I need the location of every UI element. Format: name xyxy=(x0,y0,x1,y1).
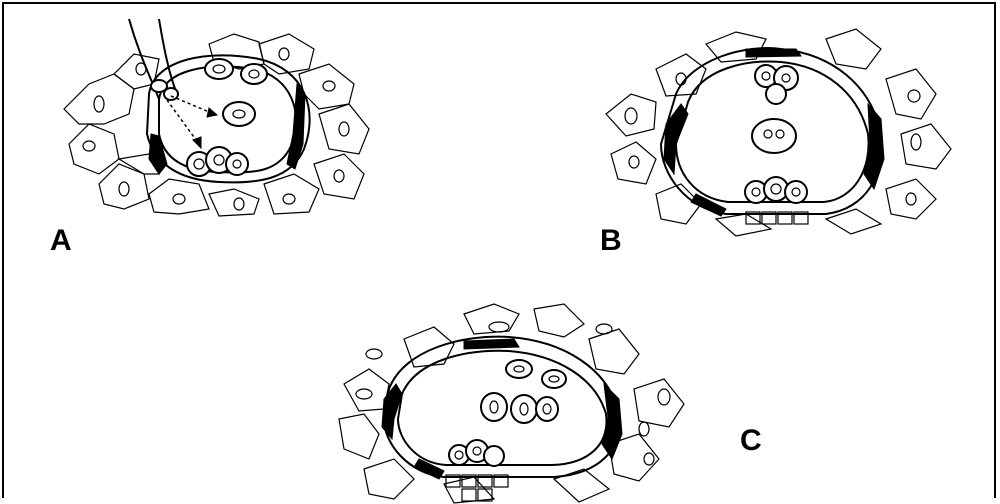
panel-a-diagram xyxy=(59,14,379,219)
panel-b-diagram xyxy=(596,24,956,239)
panel-label-c: C xyxy=(740,426,762,456)
figure-frame: A B C xyxy=(2,2,996,498)
panel-c-diagram xyxy=(334,299,694,504)
panel-label-a: A xyxy=(50,226,72,256)
embryo-sac-icon xyxy=(596,24,956,239)
embryo-sac-icon xyxy=(334,299,694,504)
panel-label-b: B xyxy=(600,226,622,256)
ovule-with-pollen-tube-icon xyxy=(59,14,379,219)
